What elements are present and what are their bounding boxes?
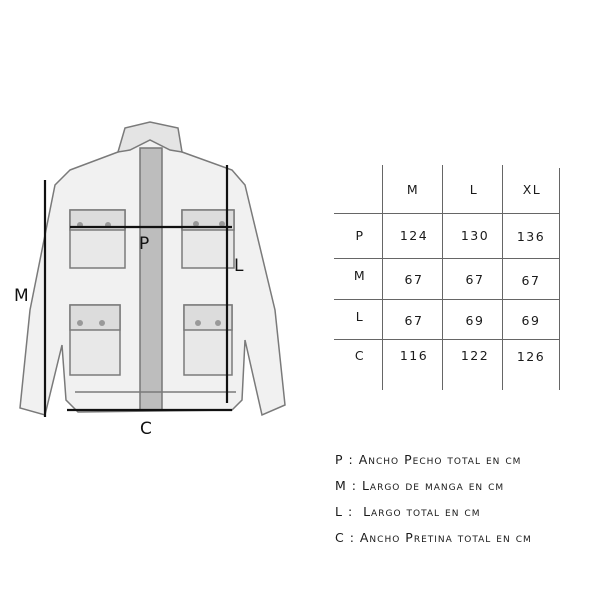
table-cell: 136	[516, 229, 546, 244]
dimension-label-p: P	[139, 234, 150, 254]
legend-item-m: M : Largo de manga en cm	[335, 478, 505, 493]
grid-line	[334, 213, 560, 214]
table-cell: 116	[399, 348, 429, 363]
dimension-label-l: L	[234, 256, 244, 276]
grid-line	[334, 339, 560, 340]
table-cell: 69	[465, 313, 485, 328]
table-cell: 67	[465, 272, 485, 287]
grid-line	[334, 299, 560, 300]
table-cell: 67	[404, 272, 424, 287]
table-cell: 122	[460, 348, 490, 363]
table-cell: 69	[521, 313, 541, 328]
grid-line	[559, 168, 560, 390]
grid-line	[382, 165, 383, 390]
grid-line	[502, 165, 503, 390]
table-cell: 67	[404, 313, 424, 328]
table-cell: 130	[460, 228, 490, 243]
column-header: M	[406, 182, 420, 197]
table-cell: 126	[516, 349, 546, 364]
legend-item-l: L : Largo total en cm	[335, 504, 481, 519]
row-label: P	[355, 228, 365, 243]
grid-line	[442, 165, 443, 390]
dimension-label-m: M	[14, 286, 29, 306]
row-label: C	[354, 348, 366, 363]
table-cell: 67	[521, 273, 541, 288]
dimension-label-c: C	[140, 419, 152, 439]
legend-item-p: P : Ancho Pecho total en cm	[335, 452, 522, 467]
legend-item-c: C : Ancho Pretina total en cm	[335, 530, 532, 545]
jacket-sketch	[19, 121, 286, 417]
column-header: XL	[522, 182, 542, 197]
column-header: L	[469, 182, 479, 197]
grid-line	[334, 258, 560, 259]
table-cell: 124	[399, 228, 429, 243]
row-label: L	[355, 309, 365, 324]
row-label: M	[353, 268, 367, 283]
